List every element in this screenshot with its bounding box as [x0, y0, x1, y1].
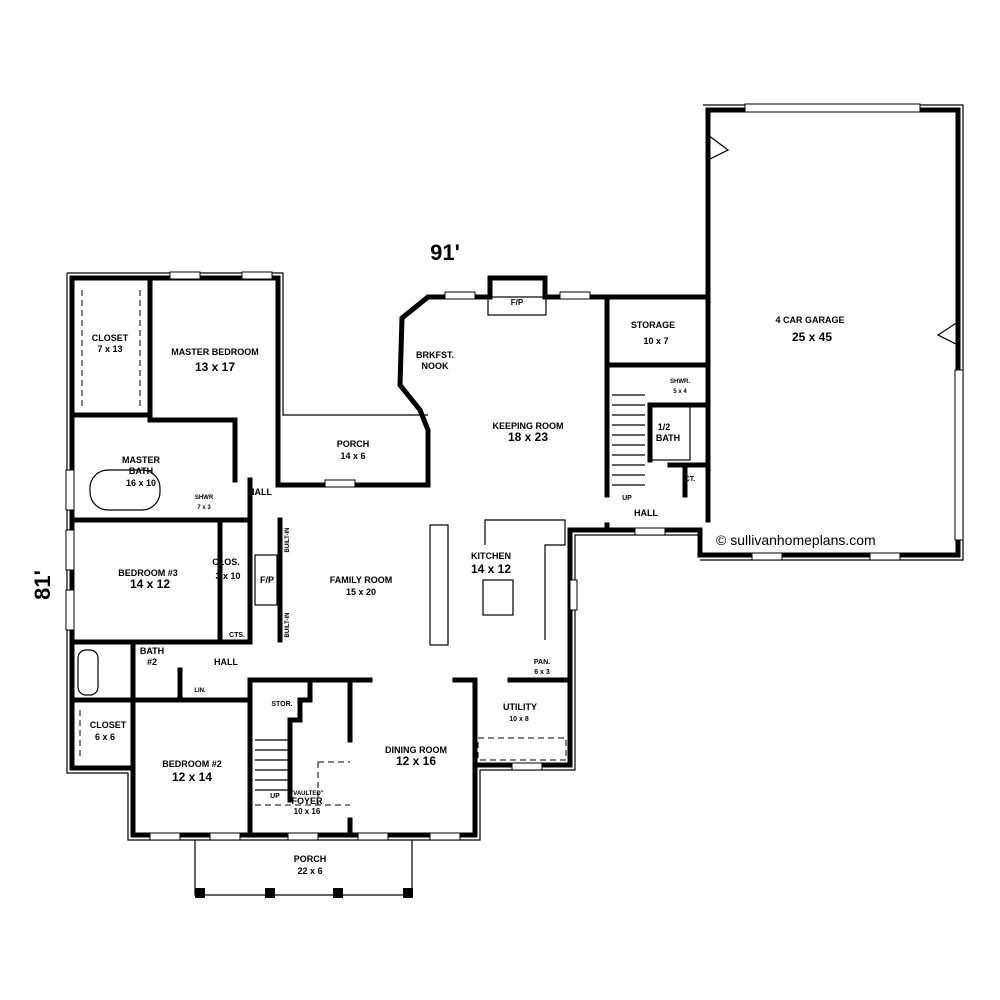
foyer-vaulted-label: "VAULTED": [290, 791, 323, 797]
master-closet-label: CLOSET: [92, 333, 129, 343]
garage-door: [744, 103, 921, 113]
master-shower-size: 7 x 3: [197, 505, 211, 511]
stairs-foyer: [255, 739, 290, 791]
nook-label: BRKFST.: [416, 350, 454, 360]
rear-porch-size: 14 x 6: [340, 451, 365, 461]
half-bath-label: 1/2: [658, 422, 671, 432]
closet3-label: CLOS.: [212, 557, 240, 567]
keeping-room-size: 18 x 23: [508, 430, 548, 444]
stor-label: STOR.: [271, 701, 292, 708]
master-bedroom-size: 13 x 17: [195, 360, 235, 374]
utility-size: 10 x 8: [509, 716, 529, 723]
room-labels: 4 CAR GARAGE 25 x 45 STORAGE 10 x 7 SHWR…: [90, 298, 845, 876]
bedroom2-size: 12 x 14: [172, 770, 212, 784]
closet2-label: CLOSET: [90, 720, 127, 730]
bedroom2-label: BEDROOM #2: [162, 759, 222, 769]
bedroom3-label: BEDROOM #3: [118, 568, 178, 578]
kitchen-size: 14 x 12: [471, 562, 511, 576]
shower-size: 5 x 4: [673, 389, 687, 395]
bath2-label: BATH: [140, 646, 164, 656]
garage-size: 25 x 45: [792, 330, 832, 344]
master-bedroom-label: MASTER BEDROOM: [171, 347, 259, 357]
bedroom-hall-label: HALL: [214, 657, 238, 667]
family-room-size: 15 x 20: [346, 587, 376, 597]
storage-size: 10 x 7: [643, 336, 668, 346]
master-hall-label: HALL: [248, 487, 272, 497]
front-porch-label: PORCH: [294, 854, 327, 864]
pantry-label: PAN.: [534, 659, 550, 666]
family-fireplace-label: F/P: [260, 575, 274, 585]
built-in-top-label: BUILT-IN: [285, 528, 291, 553]
hall-east-label: HALL: [634, 508, 658, 518]
shower-label: SHWR.: [670, 379, 690, 385]
ct-label: CT.: [685, 476, 696, 483]
front-porch: [194, 840, 413, 898]
family-room-label: FAMILY ROOM: [330, 575, 393, 585]
master-bath-label: MASTER: [122, 455, 161, 465]
keeping-room-label: KEEPING ROOM: [492, 421, 563, 431]
master-bath-label-2: BATH: [129, 466, 153, 476]
garage-door: [954, 369, 964, 541]
master-bath-size: 16 x 10: [126, 478, 156, 488]
master-closet-size: 7 x 13: [97, 344, 122, 354]
up-east-label: UP: [622, 495, 632, 502]
garage-label: 4 CAR GARAGE: [775, 315, 844, 325]
main-walls: [65, 271, 703, 841]
foyer-size: 10 x 16: [294, 807, 321, 816]
kitchen-label: KITCHEN: [471, 551, 511, 561]
dining-room-label: DINING ROOM: [385, 745, 447, 755]
copyright: © sullivanhomeplans.com: [716, 532, 876, 548]
nook-label-2: NOOK: [422, 361, 450, 371]
storage-label: STORAGE: [631, 320, 675, 330]
master-shower-label: SHWR: [195, 495, 214, 501]
width-dimension: 91': [430, 240, 460, 265]
keeping-fireplace-label: F/P: [511, 298, 524, 307]
utility-label: UTILITY: [503, 702, 537, 712]
garage-walls: [697, 103, 964, 561]
built-in-bottom-label: BUILT-IN: [285, 613, 291, 638]
keeping-room-walls: [397, 275, 711, 531]
stairs-east: [612, 394, 645, 486]
up-foyer-label: UP: [270, 793, 280, 800]
rear-porch-label: PORCH: [337, 439, 370, 449]
closet2-size: 6 x 6: [95, 732, 115, 742]
pantry-size: 6 x 3: [534, 669, 550, 676]
bath2-label-2: #2: [147, 657, 157, 667]
front-porch-size: 22 x 6: [297, 866, 322, 876]
dining-room-size: 12 x 16: [396, 754, 436, 768]
closet3-size: 3 x 10: [215, 571, 240, 581]
linen-label: LIN.: [194, 688, 206, 694]
cts-label: CTS.: [229, 632, 245, 639]
depth-dimension: 81': [30, 570, 55, 600]
foyer-label: FOYER: [291, 796, 323, 806]
bedroom3-size: 14 x 12: [130, 577, 170, 591]
half-bath-label-2: BATH: [656, 433, 680, 443]
